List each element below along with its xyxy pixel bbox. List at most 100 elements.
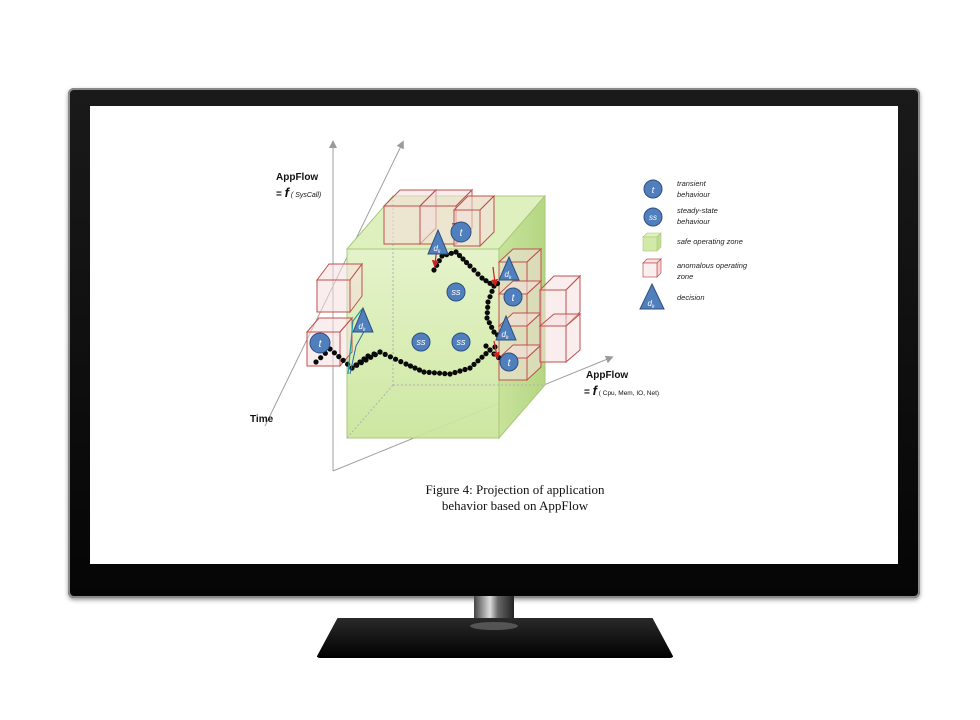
trajectory-dot (377, 349, 383, 355)
svg-text:= f ( Cpu, Mem, IO, Net): = f ( Cpu, Mem, IO, Net) (584, 383, 659, 398)
caption-line-2: behavior based on AppFlow (441, 498, 589, 513)
svg-text:t: t (512, 293, 516, 304)
trajectory-dot (437, 370, 443, 376)
trajectory-dot (357, 359, 363, 365)
trajectory-dot (460, 256, 466, 262)
svg-text:behaviour: behaviour (677, 190, 710, 199)
trajectory-dot (479, 275, 485, 281)
trajectory-dot (483, 278, 489, 284)
svg-text:AppFlow: AppFlow (276, 172, 318, 183)
trajectory-dot (452, 369, 458, 376)
decision-marker: dk (495, 314, 517, 341)
trajectory-dot (365, 353, 371, 359)
steady-state-markers: ss ss ss (411, 282, 471, 352)
trajectory-dot (318, 355, 324, 361)
trajectory-dot (471, 361, 477, 367)
monitor-stand-neck (474, 596, 514, 622)
caption-line-1: Figure 4: Projection of application (425, 482, 605, 497)
transient-markers: t t t t (309, 221, 523, 372)
trajectory-dot (491, 283, 497, 289)
svg-text:AppFlow: AppFlow (586, 370, 628, 381)
trajectory-dot (462, 366, 468, 373)
anomalous-cube (316, 262, 363, 314)
legend-transient: t transient behaviour (643, 179, 710, 199)
svg-text:ss: ss (452, 287, 462, 297)
svg-text:zone: zone (676, 272, 693, 281)
svg-text:transient: transient (677, 179, 707, 188)
trajectory-dot (475, 271, 481, 277)
trajectory-dot (387, 354, 393, 360)
trajectory-dot (471, 267, 477, 273)
svg-text:dk: dk (648, 299, 655, 310)
svg-text:anomalous operating: anomalous operating (677, 261, 748, 270)
svg-text:ss: ss (649, 213, 657, 222)
decision-marker: dk (352, 306, 374, 333)
x-axis-label: AppFlow = f ( Cpu, Mem, IO, Net) (584, 370, 659, 398)
trajectory-dot (483, 351, 489, 357)
trajectory-dot (479, 354, 485, 360)
trajectory-dot (448, 250, 454, 256)
trajectory-dot (313, 359, 319, 365)
svg-text:t: t (460, 228, 464, 239)
trajectory-dot (403, 361, 409, 367)
trajectory-dot (489, 288, 495, 294)
trajectory-dot (483, 343, 489, 349)
legend-anomalous-zone: anomalous operating zone (642, 258, 748, 281)
svg-text:dk: dk (505, 270, 512, 281)
trajectory-dot (436, 258, 442, 264)
trajectory-dot (331, 350, 337, 356)
legend-safe-zone: safe operating zone (642, 232, 743, 252)
legend-decision: dk decision (639, 282, 705, 310)
trajectory-dot (340, 357, 346, 363)
trajectory-dot (486, 320, 492, 326)
trajectory-dot (491, 329, 497, 335)
svg-text:t: t (508, 358, 512, 369)
decision-marker: dk (427, 228, 449, 255)
svg-text:safe operating zone: safe operating zone (677, 237, 743, 246)
trajectory-dot (426, 369, 432, 375)
transient-marker: t (499, 352, 519, 372)
trajectory-dot (353, 362, 359, 368)
steady-state-marker: ss (451, 332, 471, 352)
svg-text:ss: ss (457, 337, 467, 347)
trajectory-dot (382, 351, 388, 357)
svg-text:= f ( SysCall): = f ( SysCall) (276, 185, 321, 200)
trajectory-dot (457, 368, 463, 374)
anomalous-cube (538, 312, 582, 364)
trajectory-dot (447, 371, 453, 377)
legend: t transient behaviour ss steady-state be… (639, 179, 748, 310)
trajectory-dot (456, 252, 463, 259)
decision-markers: dk dk dk dk (352, 228, 520, 341)
trajectory-dot (467, 365, 473, 371)
behavior-trajectory (313, 249, 502, 377)
trajectory-dot (442, 371, 448, 377)
steady-state-marker: ss (446, 282, 466, 302)
figure-caption: Figure 4: Projection of application beha… (410, 482, 620, 514)
trajectory-dot (484, 310, 490, 316)
anomalous-zone-cubes (305, 188, 582, 382)
trajectory-dot (487, 294, 493, 300)
trajectory-dot (336, 354, 342, 360)
svg-text:steady-state: steady-state (677, 206, 718, 215)
trajectory-dot (475, 358, 481, 364)
trajectory-dot (487, 347, 493, 353)
decision-marker: dk (498, 255, 520, 281)
svg-text:ss: ss (417, 337, 427, 347)
legend-steady: ss steady-state behaviour (643, 206, 718, 227)
trajectory-dot (412, 365, 418, 371)
transition-lines (347, 308, 367, 375)
svg-text:t: t (652, 185, 655, 195)
trajectory-dot (485, 304, 491, 310)
svg-text:dk: dk (434, 244, 441, 255)
transient-marker: t (503, 287, 523, 307)
appflow-diagram: t t t t ss ss (250, 140, 748, 472)
trajectory-dot (393, 356, 399, 362)
trajectory-dot (431, 370, 437, 376)
trajectory-dot (371, 351, 377, 357)
trajectory-dot (453, 249, 459, 255)
transient-marker: t (309, 332, 331, 354)
trajectory-dot (463, 259, 470, 266)
monitor-stand-reflection (470, 622, 518, 630)
svg-text:t: t (319, 339, 323, 350)
svg-text:dk: dk (502, 330, 509, 341)
